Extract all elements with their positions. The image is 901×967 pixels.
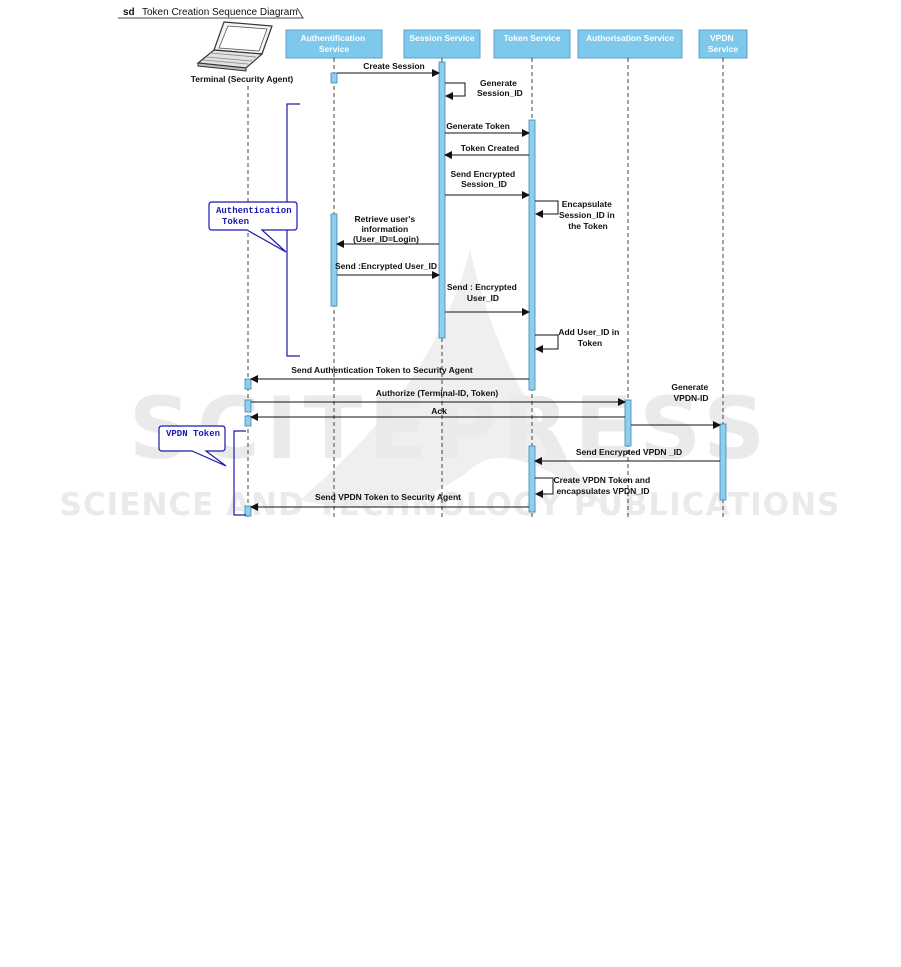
label-create-vpdn-token-line-1: Create VPDN Token and <box>553 475 650 485</box>
participant-vpdn-label: VPDN Service <box>708 33 739 54</box>
watermark-title: SCITEPRESS <box>129 379 771 479</box>
activation-session-1 <box>438 61 446 339</box>
label-send-encrypted-session-id: Send Encrypted Session_ID <box>450 169 517 189</box>
label-add-user-id-line-1: Add User_ID in <box>558 327 619 337</box>
arrow-create-vpdn-token <box>535 477 554 498</box>
label-generate-session-id: Generate Session_ID <box>477 78 523 98</box>
label-create-vpdn-token: Create VPDN Token and encapsulates VPDN_… <box>553 475 652 496</box>
label-retrieve-user-info: Retrieve user's information (User_ID=Log… <box>353 214 419 244</box>
frame-tab-outline <box>118 7 304 19</box>
label-add-user-id: Add User_ID in Token <box>558 327 621 348</box>
authentication-token-label-line-1: Authentication <box>216 206 292 216</box>
message-labels: Create Session Generate Session_ID Gener… <box>291 61 710 502</box>
arrow-encapsulate-session-id <box>535 200 559 218</box>
laptop-icon <box>196 21 273 72</box>
activation-auth-2 <box>330 213 338 307</box>
callouts <box>158 103 300 516</box>
label-send-user-id-line-2: User_ID <box>467 293 499 303</box>
label-send-user-id-line-1: Send : Encrypted <box>447 282 517 292</box>
participant-auth-line-2: Service <box>319 44 350 54</box>
label-generate-session-id-line-1: Generate <box>480 78 517 88</box>
participant-authz-box <box>577 29 683 59</box>
participant-terminal-label: Terminal (Security Agent) <box>191 74 294 84</box>
label-authorize: Authorize (Terminal-ID, Token) <box>376 388 499 398</box>
authentication-token-label: Authentication Token <box>216 206 297 227</box>
label-create-session: Create Session <box>363 61 424 71</box>
participant-token-label: Token Service <box>503 33 560 43</box>
label-send-encrypted-session-id-line-1: Send Encrypted <box>450 169 515 179</box>
label-send-encrypted-user-id-session: Send : Encrypted User_ID <box>447 282 519 303</box>
label-send-encrypted-session-id-line-2: Session_ID <box>461 179 507 189</box>
vpdn-token-label: VPDN Token <box>166 429 220 439</box>
label-retrieve-line-3: (User_ID=Login) <box>353 234 419 244</box>
label-add-user-id-line-2: Token <box>578 338 602 348</box>
watermark-swoosh <box>300 250 620 520</box>
activation-terminal-3 <box>244 415 252 427</box>
label-generate-vpdn-id: Generate VPDN-ID <box>671 382 710 403</box>
label-send-encrypted-vpdn-id: Send Encrypted VPDN _ID <box>576 447 682 457</box>
activation-token-2 <box>528 445 536 513</box>
label-retrieve-line-1: Retrieve user's <box>355 214 416 224</box>
activation-terminal-4 <box>244 505 252 517</box>
label-generate-vpdn-id-line-2: VPDN-ID <box>674 393 709 403</box>
watermark-subtitle: SCIENCE AND TECHNOLOGY PUBLICATIONS <box>60 487 841 523</box>
frame-tab: sd Token Creation Sequence Diagram <box>118 7 304 19</box>
activation-bars <box>244 61 727 517</box>
label-encapsulate-line-3: the Token <box>568 221 608 231</box>
activation-authz-1 <box>624 399 632 447</box>
participant-auth-label: Authentification Service <box>300 33 367 54</box>
arrow-add-user-id <box>535 334 559 353</box>
activation-vpdn-1 <box>719 423 727 501</box>
authentication-token-label-line-2: Token <box>222 217 249 227</box>
participant-headers: Terminal (Security Agent) Authentificati… <box>191 29 748 84</box>
label-create-vpdn-token-line-2: encapsulates VPDN_ID <box>556 486 649 496</box>
participant-auth-box <box>285 29 383 59</box>
frame-title: Token Creation Sequence Diagram <box>142 7 298 18</box>
authentication-token-callout-shape <box>208 201 298 253</box>
participant-vpdn-line-2: Service <box>708 44 739 54</box>
label-encapsulate-line-2: Session_ID in <box>559 210 615 220</box>
activation-token-1 <box>528 119 536 391</box>
participant-session-label: Session Service <box>409 33 474 43</box>
vpdn-token-bracket <box>233 430 246 516</box>
label-generate-vpdn-id-line-1: Generate <box>671 382 708 392</box>
label-ack: Ack <box>431 406 447 416</box>
activation-auth-1 <box>330 72 338 84</box>
label-encapsulate-line-1: Encapsulate <box>562 199 612 209</box>
participant-auth-line-1: Authentification <box>300 33 365 43</box>
label-token-created: Token Created <box>461 143 519 153</box>
participant-authz-label: Authorisation Service <box>586 33 674 43</box>
vpdn-token-callout-shape <box>158 425 227 467</box>
watermark: SCITEPRESS SCIENCE AND TECHNOLOGY PUBLIC… <box>60 250 841 523</box>
label-send-encrypted-user-id-auth: Send :Encrypted User_ID <box>335 261 437 271</box>
label-send-vpdn-token: Send VPDN Token to Security Agent <box>315 492 461 502</box>
label-encapsulate-session-id: Encapsulate Session_ID in the Token <box>559 199 617 231</box>
frame-keyword: sd <box>123 7 135 18</box>
messages <box>250 69 721 511</box>
label-send-auth-token: Send Authentication Token to Security Ag… <box>291 365 473 375</box>
participant-vpdn-line-1: VPDN <box>710 33 734 43</box>
label-generate-token: Generate Token <box>446 121 510 131</box>
activation-terminal-1 <box>244 378 252 390</box>
participant-session-box <box>403 29 481 59</box>
arrow-generate-session-id <box>445 82 466 100</box>
label-generate-session-id-line-2: Session_ID <box>477 88 523 98</box>
label-retrieve-line-2: information <box>361 224 408 234</box>
callout-labels: Authentication Token VPDN Token <box>166 206 297 439</box>
activation-terminal-2 <box>244 399 252 413</box>
